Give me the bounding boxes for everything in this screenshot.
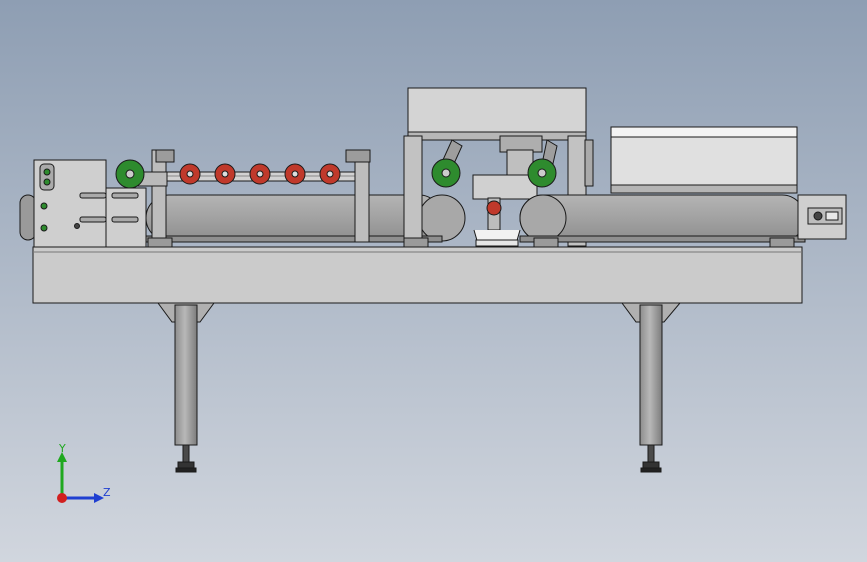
red-roller-hub: [256, 170, 264, 178]
base-frame: [32, 246, 803, 304]
red-roller-hub: [221, 170, 229, 178]
triad-z-label: Z: [103, 486, 111, 499]
red-roller-hub: [186, 170, 194, 178]
left-belt: [145, 194, 443, 242]
right-drive-end: [797, 194, 847, 240]
triad-y-label: Y: [58, 442, 66, 455]
control-cabinet: [610, 126, 798, 194]
coordinate-triad: Y Z: [57, 442, 111, 503]
right-leg: [621, 302, 682, 473]
weigh-tray: [473, 197, 521, 247]
red-roller-group: [179, 163, 341, 185]
left-drive-housing: [19, 159, 147, 248]
left-leg: [157, 302, 215, 473]
red-roller-hub: [291, 170, 299, 178]
red-roller-hub: [326, 170, 334, 178]
